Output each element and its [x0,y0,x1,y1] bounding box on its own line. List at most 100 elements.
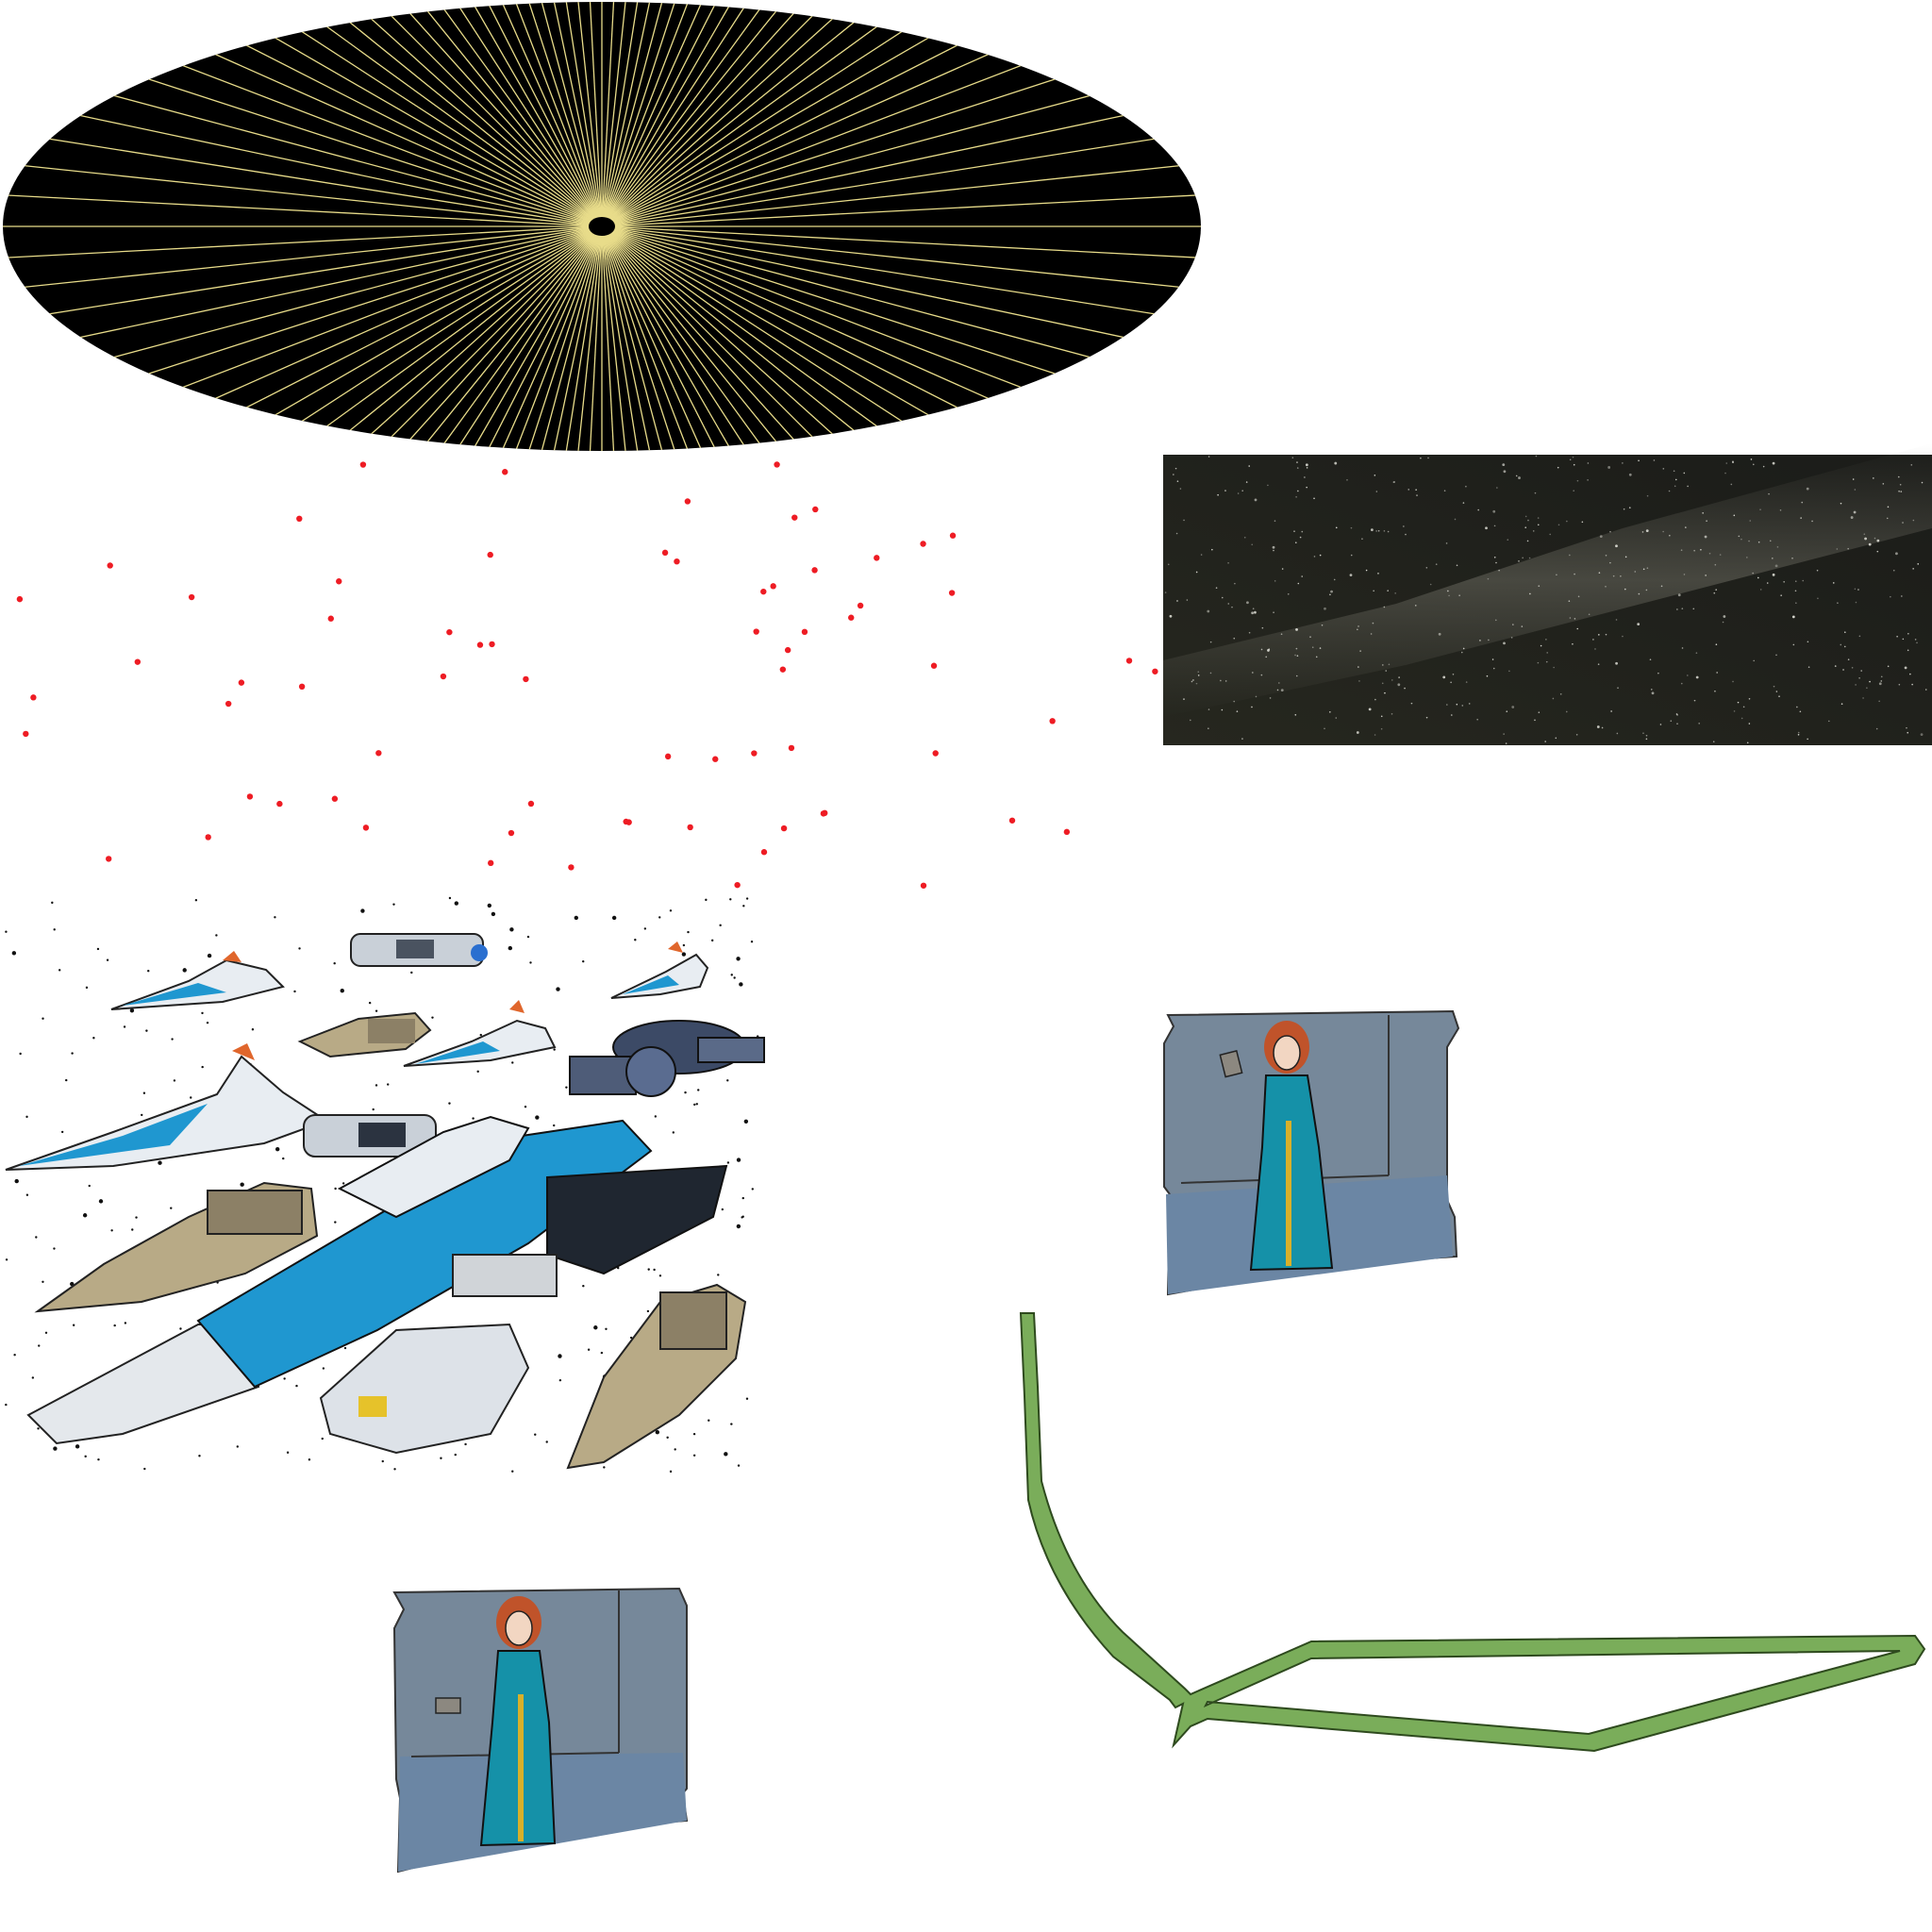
star [1693,549,1695,552]
red-dot [1125,658,1133,664]
star [1698,723,1700,724]
starburst-ray [601,225,1201,451]
red-dot [246,793,254,800]
star [1896,635,1898,638]
debris-speck [681,952,687,957]
star [1895,552,1898,556]
star [1221,708,1224,711]
star [1609,530,1611,533]
starburst-ray [296,2,603,227]
star [1537,661,1540,664]
star [1776,546,1779,548]
starburst-ray [601,2,989,227]
debris-speck [5,1403,8,1407]
starburst-ray [3,225,603,451]
fighter-ship [110,951,285,1010]
star [1622,635,1624,638]
star [1447,590,1449,592]
star [1772,573,1775,576]
debris-speck [558,1354,562,1358]
star [1693,699,1696,702]
star [1605,585,1607,588]
star [1495,561,1497,564]
star [1757,576,1759,579]
star [1456,564,1458,567]
star [1653,459,1656,461]
debris-speck [14,1178,19,1184]
star [1615,619,1618,621]
red-dot [107,562,113,569]
star [1305,463,1308,467]
debris-speck [92,1037,95,1040]
star [1169,614,1173,618]
star [1245,481,1248,483]
star [1780,594,1782,596]
star [1186,599,1189,601]
star [1864,537,1867,541]
debris-speck [529,961,532,964]
star [1491,658,1494,660]
starburst-ray [176,2,603,227]
star [1907,649,1909,652]
red-dot [753,628,759,635]
starburst-ray [425,2,603,227]
star [1410,702,1413,705]
starburst-ray [3,225,603,451]
debris-speck [82,1213,88,1218]
star [1799,710,1802,713]
star [1575,733,1578,736]
debris-speck [387,1083,390,1086]
star [1552,697,1555,700]
star [1443,490,1446,491]
red-dot [760,588,767,595]
star [1556,574,1557,576]
star [1248,631,1251,634]
star [1574,573,1575,575]
star [1260,674,1263,676]
starburst-ray [3,225,603,316]
star [1907,731,1909,734]
debris-speck [454,1453,457,1457]
star [1759,508,1761,510]
star [1568,600,1571,602]
debris-speck [84,1455,87,1458]
star [1479,640,1481,641]
star [1321,624,1324,626]
star [1573,490,1574,491]
starburst-ray [601,225,691,451]
star [1546,652,1549,654]
star [1511,706,1515,708]
star [1241,738,1243,740]
red-dot [238,679,245,686]
star [1535,455,1538,458]
star [1623,508,1625,510]
star [1208,456,1210,458]
star [1414,605,1417,607]
white-gunship [319,1323,530,1455]
star [1382,664,1384,666]
star [1569,554,1571,557]
star [1687,485,1689,488]
star [1383,606,1386,608]
debris-speck [38,1344,41,1347]
debris-speck [31,1376,35,1379]
debris-speck [684,1091,687,1094]
woman-in-room-sprite [1163,1009,1460,1296]
starburst-ray [601,225,1201,451]
star [1179,488,1182,490]
debris-speck [653,1268,656,1272]
star [1752,572,1754,575]
debris-speck [98,1199,104,1204]
debris-speck [145,1029,148,1032]
star [1335,526,1338,529]
star [1522,557,1524,559]
starburst-ray [601,2,779,227]
debris-speck [545,1441,548,1443]
starburst-ray [512,225,603,451]
star [1287,593,1290,595]
star [1356,731,1359,734]
star [1738,535,1740,538]
star [1628,473,1632,476]
star [1902,638,1905,641]
red-dot [359,461,367,468]
